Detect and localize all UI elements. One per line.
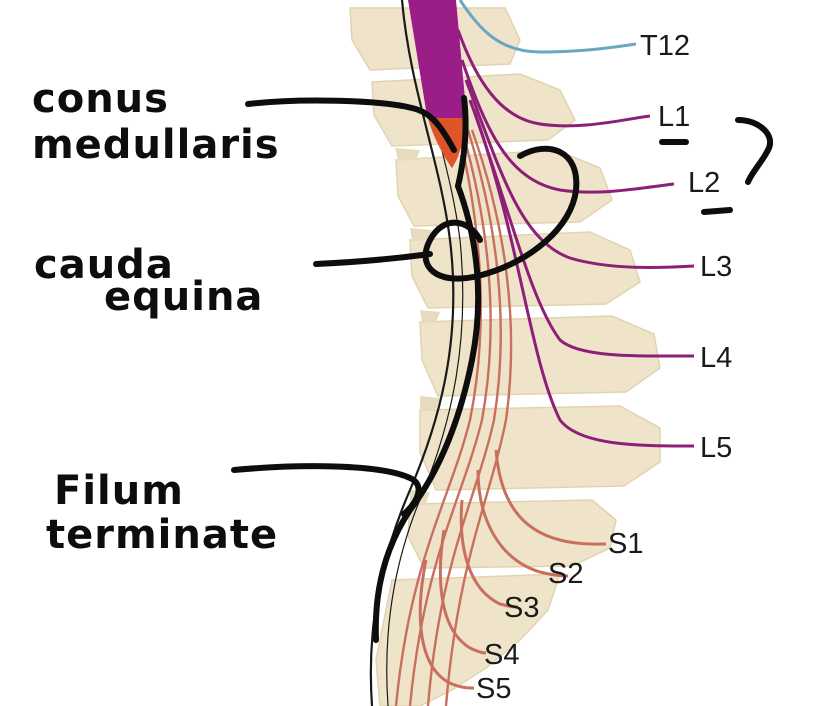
label-t12: T12 — [640, 30, 690, 62]
conus-pointer — [245, 97, 457, 153]
label-l5: L5 — [700, 432, 732, 464]
nerve-l2 — [460, 59, 675, 194]
annotation-conus-2: medullaris — [32, 122, 280, 168]
ink-marks — [231, 95, 773, 643]
strand — [426, 129, 502, 706]
nerve-s4 — [438, 529, 487, 655]
annotation-cauda-2: equina — [104, 274, 263, 320]
label-s3: S3 — [504, 592, 539, 624]
nerve-l1 — [456, 29, 651, 128]
label-l4: L4 — [700, 342, 732, 374]
l2-underline — [701, 207, 733, 215]
nerve-s2 — [476, 469, 569, 578]
nerve-s3 — [459, 499, 519, 609]
facet — [420, 396, 440, 410]
lumbar-nerves — [456, 29, 695, 448]
vertebra-l2 — [409, 231, 641, 309]
nerve-t12 — [458, 0, 637, 54]
cauda-equina-strands — [394, 129, 513, 706]
annotation-cauda-1: cauda — [34, 242, 174, 288]
cauda-pointer — [313, 251, 433, 267]
nerve-s1 — [494, 449, 607, 546]
facet — [410, 228, 432, 240]
cauda-loop — [422, 145, 580, 282]
annotation-conus-1: conus — [32, 76, 169, 122]
label-s1: S1 — [608, 528, 643, 560]
filum-track — [372, 183, 482, 643]
nerve-s5 — [418, 559, 475, 690]
nerve-l5 — [472, 109, 695, 448]
nerve-labels: T12 L1 L2 L3 L4 L5 S1 S2 S3 S4 S5 — [476, 30, 732, 705]
annotation-filum-1: Filum — [54, 468, 184, 514]
conus-stroke-down — [455, 95, 469, 189]
filum-pointer — [231, 463, 422, 517]
nerve-l3 — [464, 79, 695, 269]
label-s4: S4 — [484, 639, 519, 671]
annotation-filum-2: terminate — [46, 512, 278, 558]
strand — [408, 129, 492, 706]
strand — [444, 129, 513, 706]
l1-l2-bracket — [735, 117, 773, 185]
label-l1: L1 — [658, 101, 690, 133]
facet — [420, 310, 440, 322]
label-s2: S2 — [548, 558, 583, 590]
label-s5: S5 — [476, 673, 511, 705]
label-l3: L3 — [700, 251, 732, 283]
sacral-nerves — [418, 449, 607, 690]
facet — [395, 148, 420, 160]
strand — [394, 129, 482, 706]
handwritten-annotations: conus medullaris cauda equina Filum term… — [32, 76, 280, 558]
label-l2: L2 — [688, 167, 720, 199]
